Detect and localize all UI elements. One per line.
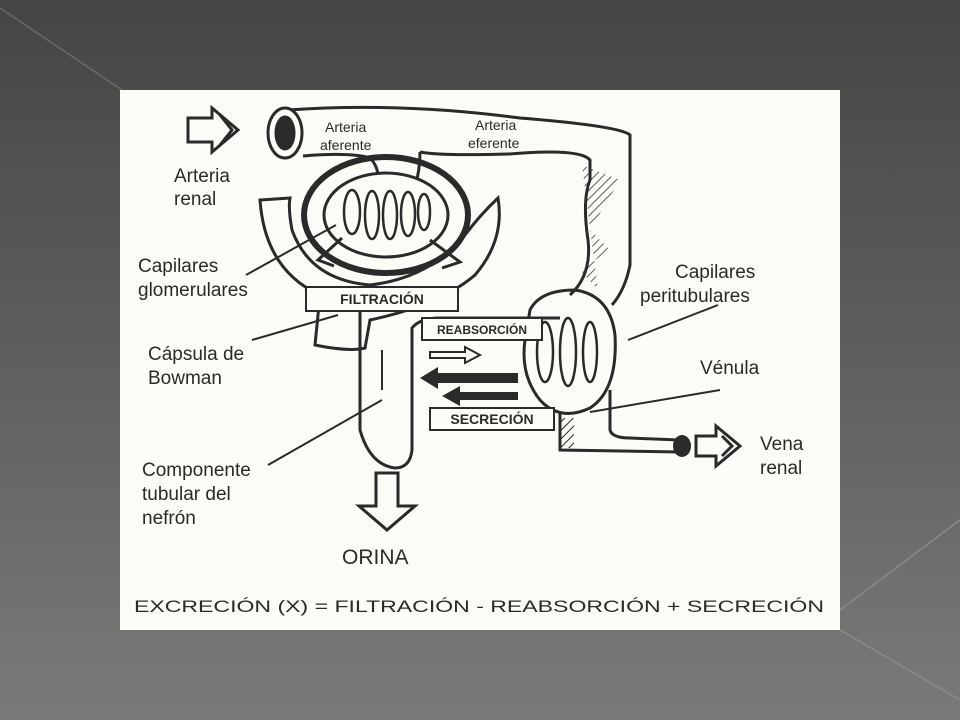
label-arteria-renal-2: renal — [174, 189, 216, 210]
label-capilares-glomerulares-1: Capilares — [138, 256, 218, 277]
reabsorption-label: REABSORCIÓN — [437, 322, 527, 337]
label-capsula-bowman-2: Bowman — [148, 368, 222, 389]
label-arteria-eferente-2: eferente — [468, 135, 520, 151]
secretion-box: SECRECIÓN — [429, 407, 555, 431]
peritubular-capillaries — [522, 288, 681, 454]
reabsorption-arrows — [420, 345, 518, 406]
arterial-inflow-arrow — [186, 104, 241, 156]
nephron-diagram-panel: FILTRACIÓN REABSORCIÓN SECRECIÓN Arteria… — [120, 90, 840, 630]
efferent-arteriole — [419, 150, 632, 306]
label-componente-tubular-2: tubular del — [142, 484, 231, 505]
bowman-capsule — [258, 194, 501, 351]
venous-outflow-arrow — [694, 422, 743, 470]
filtration-label: FILTRACIÓN — [340, 290, 424, 307]
label-capilares-peritubulares-2: peritubulares — [640, 286, 750, 307]
label-vena-renal-1: Vena — [760, 434, 804, 455]
label-capilares-glomerulares-2: glomerulares — [138, 280, 248, 301]
label-capilares-peritubulares-1: Capilares — [675, 262, 755, 283]
label-componente-tubular-3: nefrón — [142, 508, 196, 529]
label-arteria-aferente-2: aferente — [320, 137, 372, 153]
label-venula: Vénula — [700, 358, 760, 379]
label-vena-renal-2: renal — [760, 458, 802, 479]
urine-outflow-arrow — [354, 471, 420, 532]
label-arteria-renal-1: Arteria — [174, 166, 230, 187]
reabsorption-box: REABSORCIÓN — [421, 317, 543, 341]
nephron-diagram: FILTRACIÓN REABSORCIÓN SECRECIÓN Arteria… — [134, 104, 824, 616]
glomerulus — [301, 154, 471, 276]
label-arteria-eferente-1: Arteria — [475, 117, 516, 133]
leader-lines — [245, 224, 721, 466]
label-capsula-bowman-1: Cápsula de — [148, 344, 244, 365]
renal-vein-tube — [673, 435, 691, 457]
renal-artery-tube — [266, 105, 632, 160]
secretion-label: SECRECIÓN — [450, 410, 533, 427]
excretion-formula: EXCRECIÓN (X) = FILTRACIÓN - REABSORCIÓN… — [134, 597, 824, 616]
label-componente-tubular-1: Componente — [142, 460, 251, 481]
label-orina: ORINA — [342, 546, 409, 569]
label-arteria-aferente-1: Arteria — [325, 119, 366, 135]
filtration-box: FILTRACIÓN — [305, 286, 459, 312]
